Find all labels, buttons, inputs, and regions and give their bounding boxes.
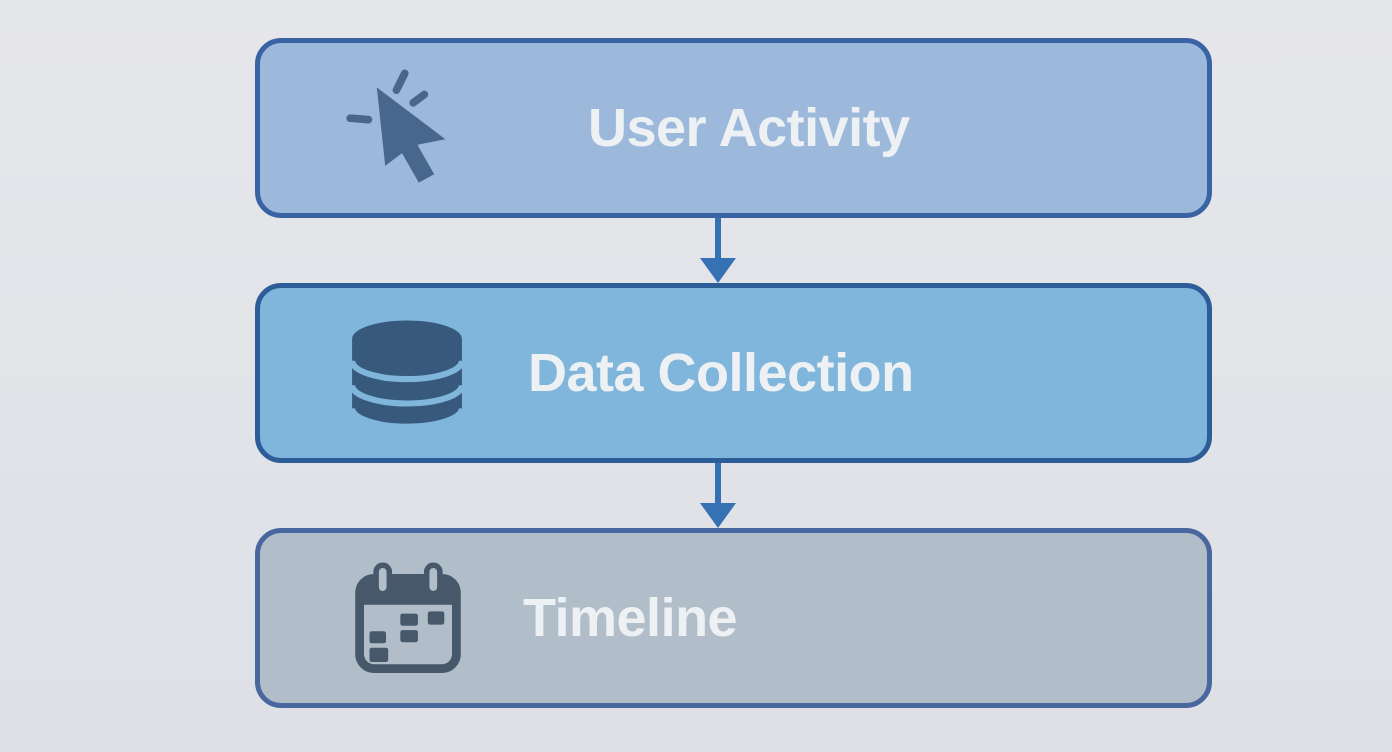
cursor-click-icon xyxy=(332,58,472,198)
arrow-shaft xyxy=(715,463,721,505)
flow-arrow-down-icon xyxy=(700,218,736,283)
node-timeline: Timeline xyxy=(255,528,1212,708)
database-icon xyxy=(346,308,468,438)
arrow-head xyxy=(700,503,736,528)
arrow-head xyxy=(700,258,736,283)
calendar-icon xyxy=(353,562,463,674)
node-label: User Activity xyxy=(588,98,910,158)
node-label: Data Collection xyxy=(528,343,914,403)
node-label: Timeline xyxy=(523,588,738,648)
node-data-collection: Data Collection xyxy=(255,283,1212,463)
arrow-shaft xyxy=(715,218,721,260)
flow-arrow-down-icon xyxy=(700,463,736,528)
node-user-activity: User Activity xyxy=(255,38,1212,218)
